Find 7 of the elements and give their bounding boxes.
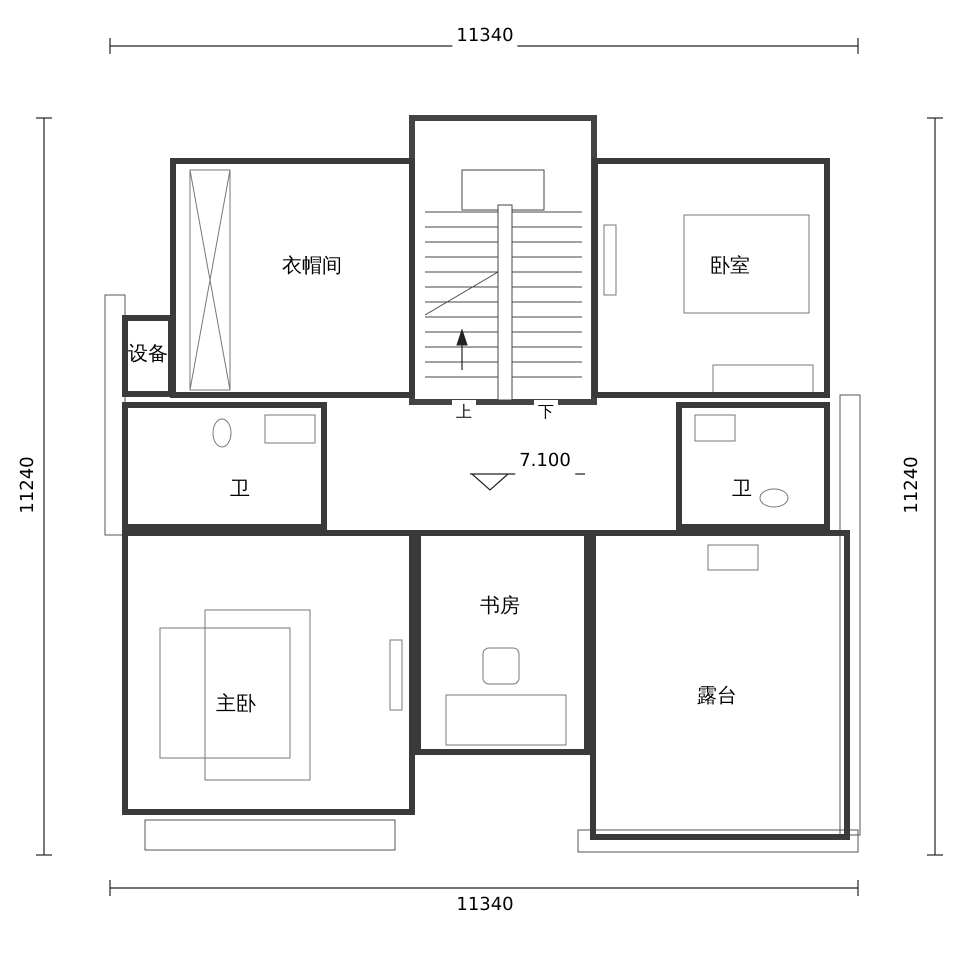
- room-outline: [590, 530, 850, 840]
- room-outline: [170, 158, 415, 398]
- room-outline: [676, 402, 830, 530]
- room-outline: [122, 530, 415, 815]
- room-outline: [415, 530, 590, 755]
- room-outline: [592, 158, 830, 398]
- room-outline: [122, 402, 327, 530]
